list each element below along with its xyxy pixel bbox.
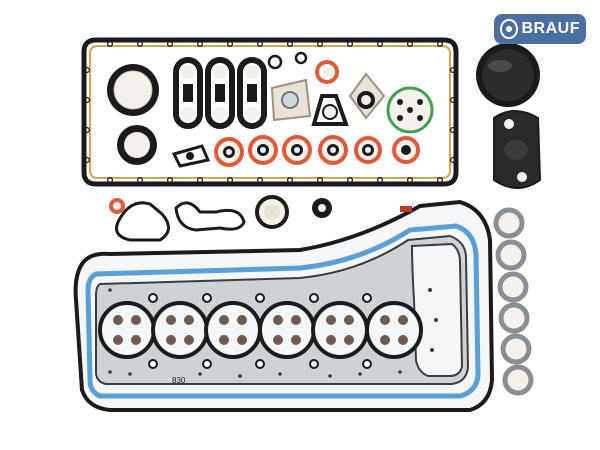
- sealing-washers: [493, 207, 534, 396]
- small-o-rings: [267, 51, 308, 70]
- red-valve-seals: [214, 135, 420, 167]
- green-ring-seal: [386, 86, 434, 134]
- rubber-cap: [476, 43, 540, 107]
- cylinder-bores: [98, 301, 423, 359]
- valve-stem-seals: [113, 315, 408, 345]
- small-red-seal: [109, 198, 125, 214]
- brand-name: BRAUF: [521, 20, 580, 37]
- oil-pan-gasket: [81, 37, 459, 187]
- triangle-gasket: [311, 94, 349, 126]
- shaped-gasket-tan: [270, 78, 312, 122]
- figure-eight-gasket-fill: [181, 65, 259, 121]
- coolant-passages: [108, 288, 438, 378]
- valve-seal-row: [171, 144, 211, 168]
- crankshaft-seal-large: [107, 64, 159, 116]
- part-code-engraving: 830: [172, 376, 186, 385]
- shaft-seal-small: [312, 198, 332, 218]
- head-bolt-holes: [148, 293, 372, 369]
- brand-logo: BRAUF: [494, 14, 586, 44]
- gasket-bridge: [183, 84, 193, 102]
- timing-chain-opening: [410, 242, 464, 377]
- round-flange-gasket: [255, 195, 289, 229]
- figure-eight-gaskets: [173, 57, 267, 129]
- diamond-gasket: [348, 72, 386, 120]
- red-o-ring: [315, 60, 339, 84]
- brand-emblem-icon: [500, 19, 518, 39]
- oil-filter-housing-gasket: [115, 201, 246, 242]
- red-tab-marker: [400, 206, 412, 212]
- red-o-ring-center: [322, 67, 332, 77]
- crankshaft-seal-small: [117, 125, 157, 165]
- head-gasket-blue-edge: [85, 223, 481, 399]
- gasket-bridge: [247, 84, 257, 102]
- bracket-gasket: [493, 110, 542, 189]
- gasket-bridge: [215, 84, 225, 102]
